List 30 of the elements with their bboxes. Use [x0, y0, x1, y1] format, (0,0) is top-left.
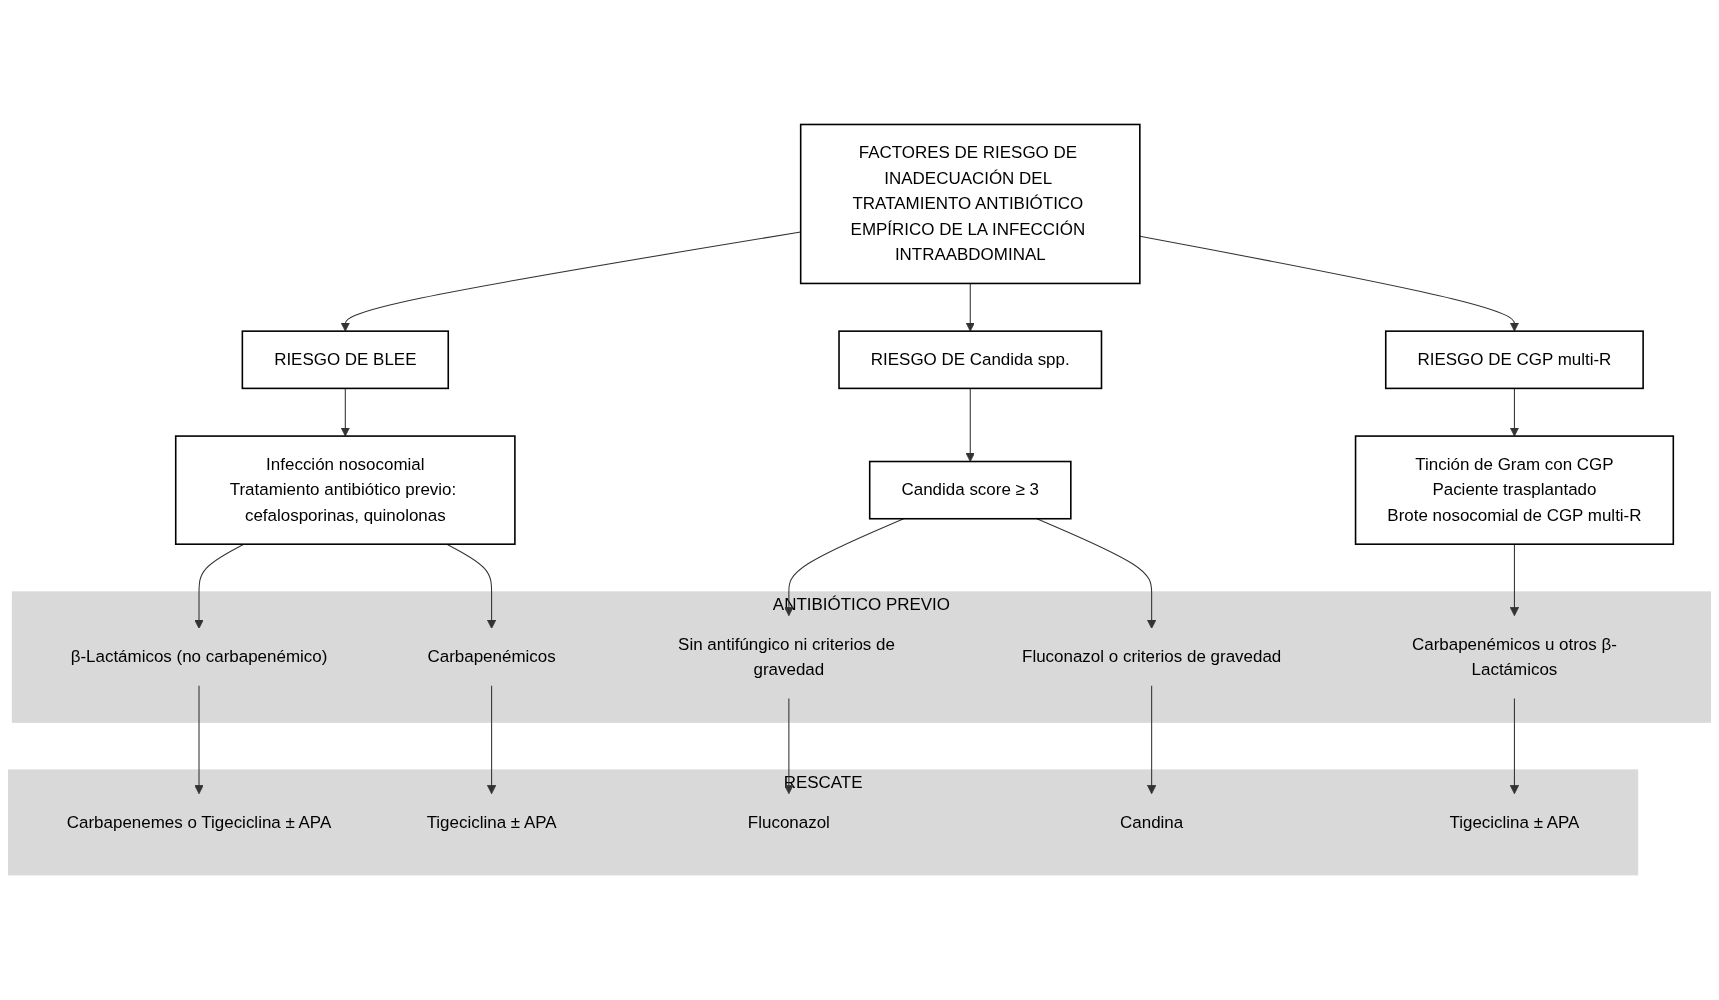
node-box: RIESGO DE BLEE [241, 330, 450, 390]
node-text: β-Lactámicos (no carbapenémico) [70, 647, 328, 666]
arrow [194, 544, 245, 630]
node-text: Tigeciclina ± APA [1449, 813, 1580, 832]
arrow [340, 388, 350, 437]
node-text: Fluconazol o criterios de gravedad [1022, 647, 1282, 666]
node-text: Carbapenémicos u otros β-Lactámicos [1411, 635, 1617, 679]
node-box: RIESGO DE Candida spp. [838, 330, 1103, 390]
node-text: Carbapenemes o Tigeciclina ± APA [66, 813, 332, 832]
node-box: Tinción de Gram con CGP Paciente trasplantado Brote nosocomial de CGP multi-R [1354, 435, 1675, 546]
arrow [1139, 235, 1520, 332]
arrow [965, 388, 975, 463]
arrow [446, 544, 497, 630]
arrow [1509, 544, 1520, 617]
node-text: Sin antifúngico ni criterios de gravedad [678, 635, 895, 679]
node-box: Infección nosocomial Tratamiento antibiótico previo: cefalosporinas, quinolonas [174, 435, 516, 546]
node-box: Candida score ≥ 3 [868, 461, 1072, 520]
node-text: Carbapenémicos [427, 647, 556, 666]
arrow [784, 698, 794, 795]
arrow [965, 283, 975, 332]
node-box: FACTORES DE RIESGO DE INADECUACIÓN DEL TRATAMIENTO ANTIBIÓTICO EMPÍRICO DE LA INFECCIÓN INTRAABDOMINAL [799, 124, 1141, 285]
node-text: Candina [1120, 813, 1184, 832]
arrow [1147, 685, 1157, 795]
arrow [1509, 698, 1520, 795]
node-text: Tigeciclina ± APA [426, 813, 557, 832]
node-box: RIESGO DE CGP multi-R [1384, 330, 1644, 390]
node-text: Fluconazol [747, 813, 830, 832]
arrow [194, 685, 204, 795]
arrow [486, 685, 497, 795]
arrow [1509, 388, 1520, 437]
